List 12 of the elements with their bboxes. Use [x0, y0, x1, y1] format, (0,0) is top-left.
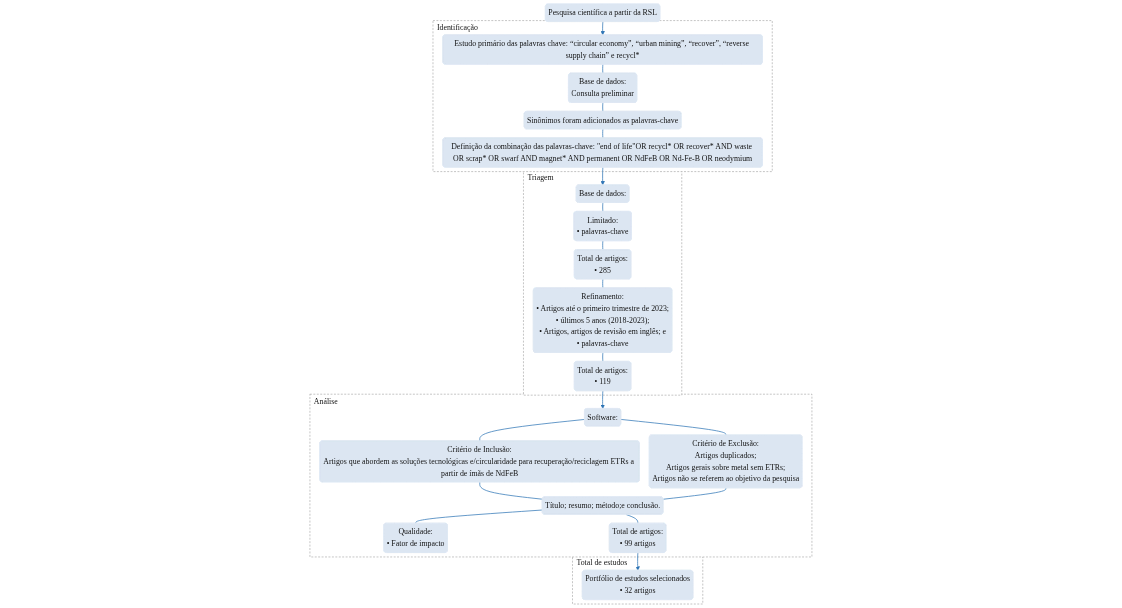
connector [620, 419, 727, 436]
connector [415, 509, 543, 524]
connector [602, 64, 604, 74]
connector [602, 102, 604, 112]
connector [602, 202, 604, 212]
connector [663, 487, 727, 500]
connector [602, 352, 604, 362]
connector [602, 240, 604, 251]
connector [602, 128, 604, 139]
connector [602, 278, 604, 289]
connector [479, 419, 586, 442]
connector [479, 481, 543, 500]
